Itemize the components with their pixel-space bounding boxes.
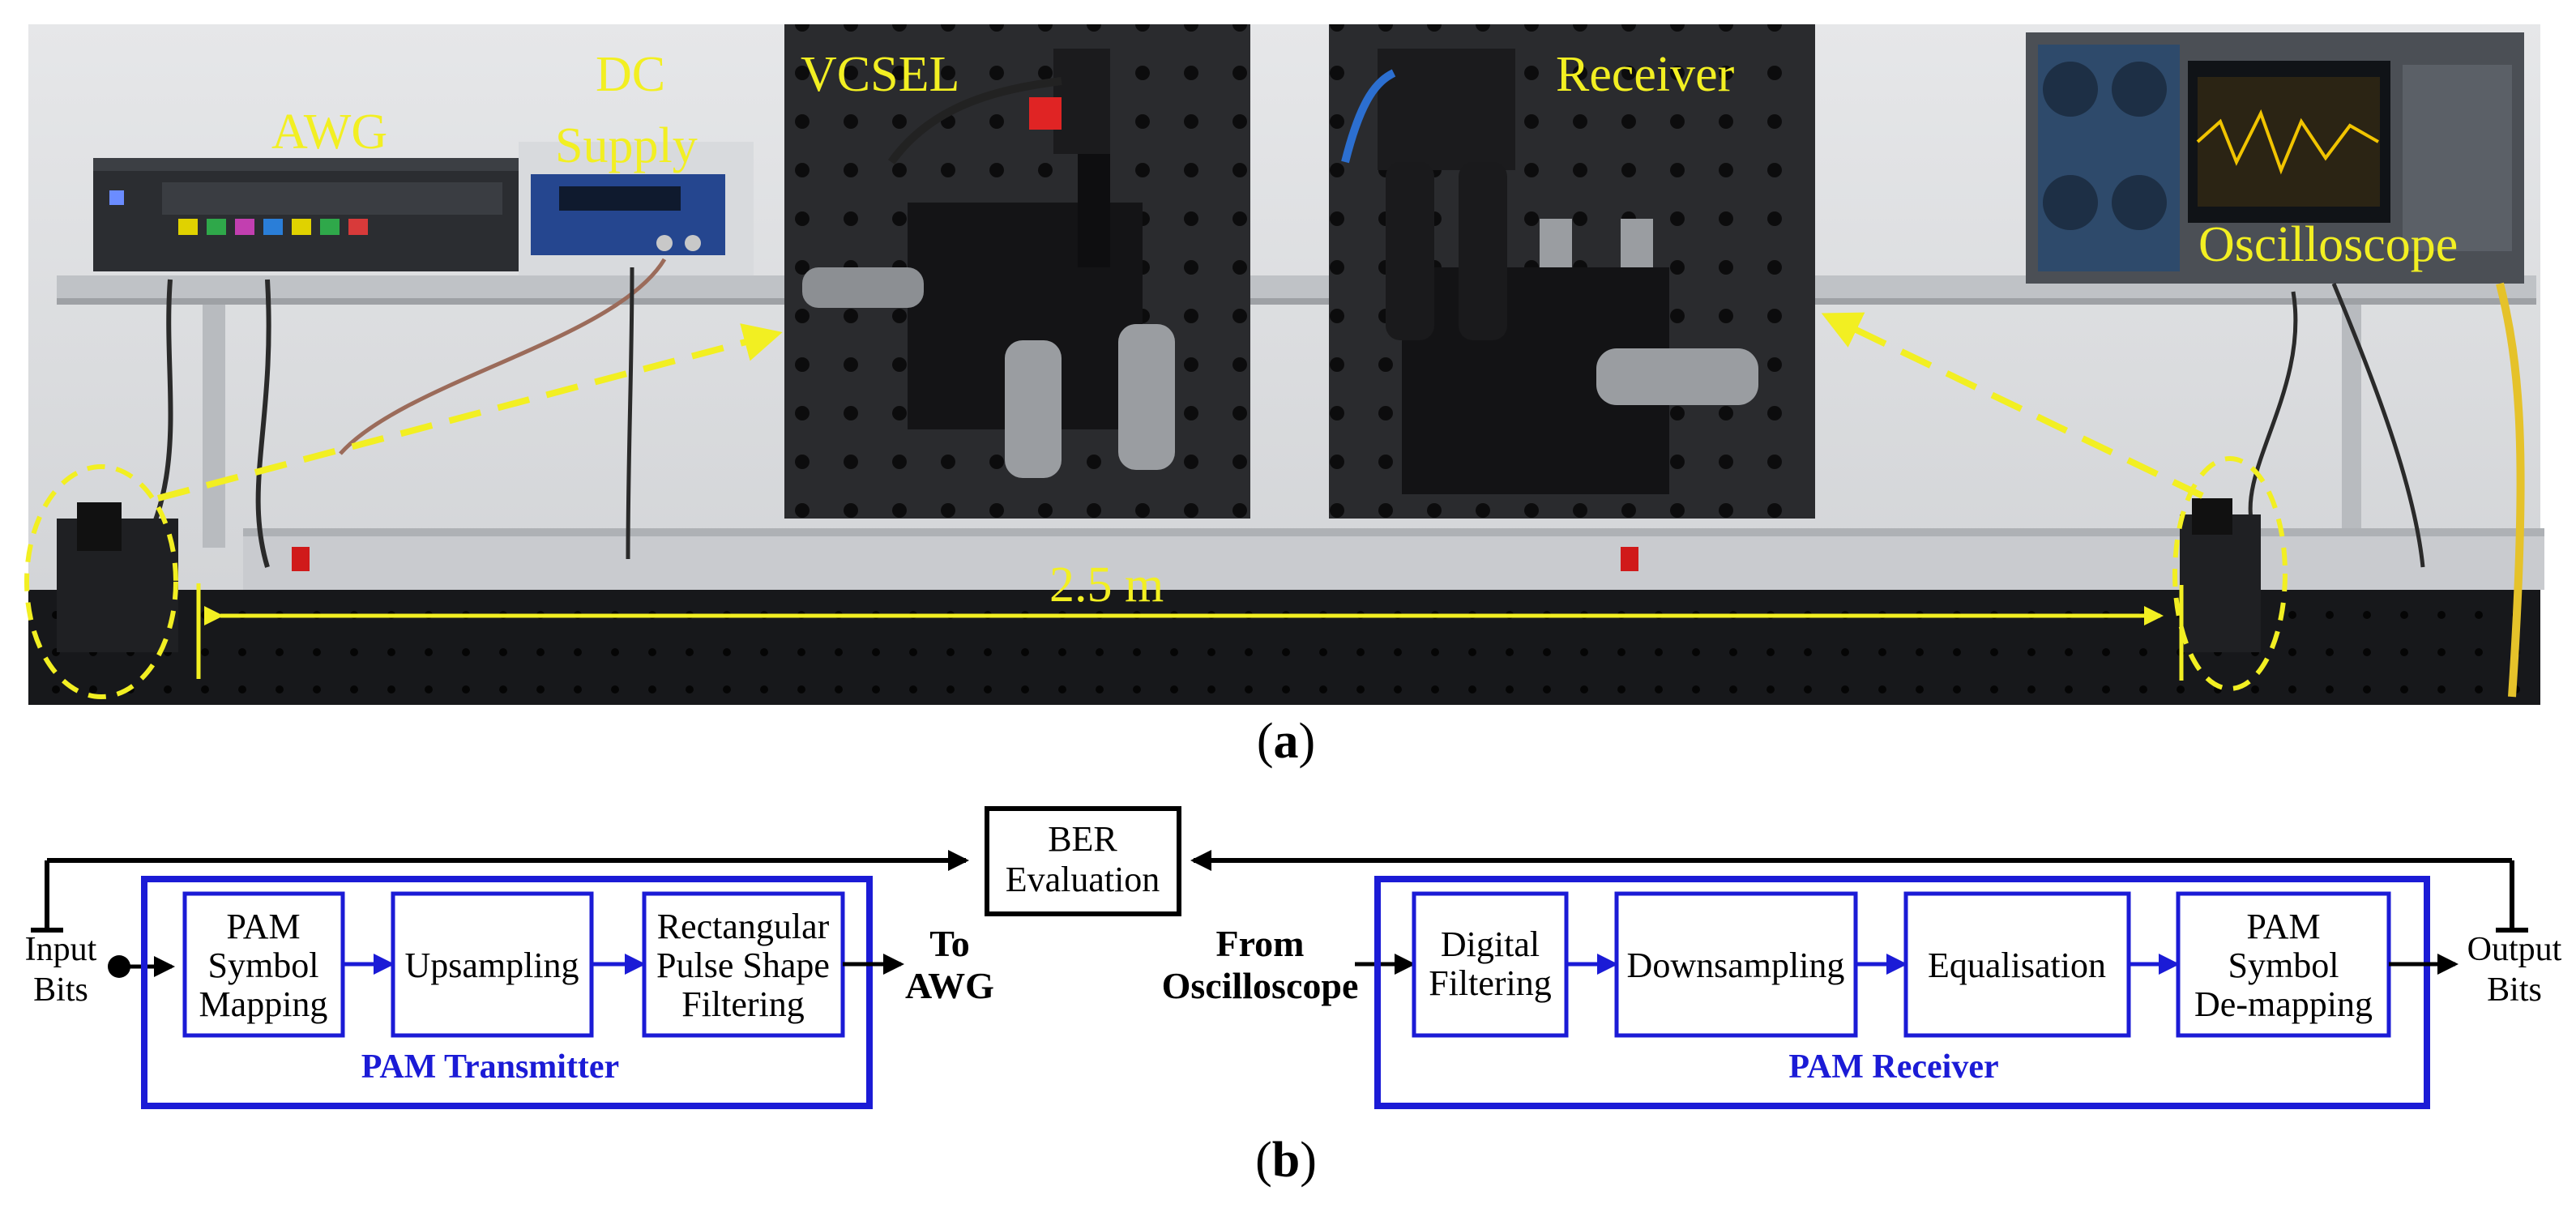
- ber-label-line2: Evaluation: [1006, 860, 1160, 899]
- pam-map-line1: PAM: [226, 907, 300, 946]
- input-bits-line2: Bits: [33, 971, 88, 1009]
- pam-transmitter-block: [141, 876, 873, 1109]
- oscilloscope-label: Oscilloscope: [2198, 217, 2458, 272]
- output-bits-line2: Bits: [2487, 971, 2542, 1009]
- receiver-inset-photo: [1329, 24, 1815, 519]
- optical-table: [28, 590, 2540, 705]
- oscilloscope-instrument: [2026, 32, 2524, 284]
- dc-label-line1: DC: [596, 47, 665, 102]
- demap-line1: PAM: [2246, 907, 2320, 946]
- awg-instrument: [93, 158, 531, 271]
- vcsel-inset-photo: [784, 24, 1250, 519]
- pulse-line2: Pulse Shape: [656, 945, 830, 985]
- digital-line2: Filtering: [1429, 963, 1552, 1003]
- caption-a-open: (: [1257, 714, 1274, 769]
- equalisation-label: Equalisation: [1928, 945, 2106, 985]
- caption-a: (a): [1257, 714, 1315, 769]
- input-bits-line1: Input: [25, 931, 97, 968]
- from-osc-line1: From: [1215, 923, 1304, 964]
- pam-map-line2: Symbol: [208, 945, 319, 985]
- downsampling-block: [1614, 891, 1858, 1038]
- vcsel-label: VCSEL: [801, 47, 959, 102]
- transmitter-highlight-ellipse: [24, 464, 178, 699]
- output-bits-line1: Output: [2467, 931, 2562, 968]
- pam-symbol-mapping-block: [182, 891, 345, 1038]
- panel-b-diagram: BER Evaluation Input Bits PAM Transmitte…: [25, 806, 2562, 1109]
- pulse-line1: Rectangular: [657, 907, 830, 946]
- digital-line1: Digital: [1441, 924, 1540, 964]
- pam-map-line3: Mapping: [199, 984, 328, 1024]
- caption-b-open: (: [1255, 1133, 1272, 1188]
- receiver-highlight-ellipse: [2172, 456, 2288, 691]
- panel-a-photo: AWG DC Supply VCSEL Receiver Oscilloscop…: [24, 24, 2544, 705]
- caption-a-letter: a: [1274, 714, 1299, 769]
- downsampling-label: Downsampling: [1627, 945, 1845, 985]
- dc-label-line2: Supply: [555, 118, 698, 173]
- demap-line2: Symbol: [2228, 945, 2339, 985]
- pam-transmitter-label: PAM Transmitter: [361, 1048, 619, 1086]
- caption-b-close: ): [1300, 1133, 1317, 1188]
- dc-supply-instrument: [519, 142, 754, 275]
- pulse-shape-filtering-block: [642, 891, 845, 1038]
- receiver-label: Receiver: [1556, 47, 1735, 102]
- caption-b: (b): [1255, 1133, 1317, 1188]
- upsampling-block: [391, 891, 594, 1038]
- distance-label: 2.5 m: [1049, 557, 1164, 613]
- awg-label: AWG: [271, 105, 387, 160]
- digital-filtering-block: [1412, 891, 1569, 1038]
- pam-receiver-block: [1374, 876, 2430, 1109]
- ber-feedback-path: [31, 850, 2528, 933]
- distance-marker: [196, 583, 2184, 681]
- ber-evaluation-block: [985, 806, 1181, 916]
- to-awg-line2: AWG: [905, 965, 994, 1006]
- from-osc-line2: Oscilloscope: [1162, 965, 1359, 1006]
- demap-line3: De-mapping: [2194, 984, 2373, 1024]
- to-awg-line1: To: [929, 923, 969, 964]
- receiver-zoom-arrow: [1821, 312, 2204, 499]
- caption-b-letter: b: [1272, 1133, 1300, 1188]
- caption-a-close: ): [1299, 714, 1316, 769]
- ber-label-line1: BER: [1048, 819, 1117, 859]
- vcsel-zoom-arrow: [156, 323, 783, 502]
- pam-receiver-label: PAM Receiver: [1788, 1048, 1998, 1086]
- pulse-line3: Filtering: [681, 984, 805, 1024]
- upsampling-label: Upsampling: [404, 945, 579, 985]
